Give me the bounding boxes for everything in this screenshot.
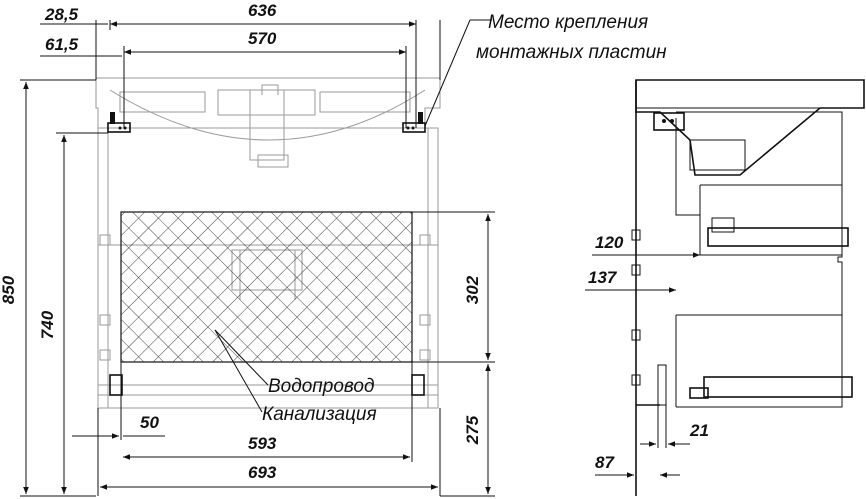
dim-693: 693: [248, 463, 277, 482]
dimension-28-5: 28,5: [40, 5, 108, 25]
side-fittings: [99, 234, 431, 396]
dimension-850: 850: [0, 79, 96, 497]
side-wall: [631, 80, 641, 496]
dimension-693: 693: [97, 408, 441, 496]
dim-570: 570: [248, 29, 277, 48]
dimension-21: 21: [640, 405, 709, 448]
dim-850: 850: [0, 275, 18, 304]
dim-120: 120: [595, 233, 624, 252]
dim-137: 137: [588, 268, 618, 287]
dimension-593: 593: [123, 362, 413, 462]
dim-87: 87: [595, 453, 615, 472]
front-view: 636 570 28,5 61,5 850 740: [0, 1, 667, 497]
side-view: 120 137 21 87: [585, 79, 865, 496]
water-supply-label: Водопровод: [268, 376, 374, 397]
side-cabinet-body: [636, 111, 853, 408]
dimension-636: 636: [95, 1, 441, 128]
mount-label-line2: монтажных пластин: [476, 42, 667, 63]
dim-28-5: 28,5: [44, 5, 79, 24]
dim-61-5: 61,5: [45, 35, 79, 54]
dimension-740: 740: [38, 132, 108, 494]
basin-outline: [95, 77, 441, 168]
dimension-275: 275: [440, 364, 495, 497]
water-sewer-labels: Водопровод Канализация: [214, 329, 377, 425]
dimension-61-5: 61,5: [40, 35, 122, 57]
mounting-place-label: Место крепления монтажных пластин: [424, 12, 667, 127]
mounting-plate-left: [107, 112, 131, 133]
side-countertop: [635, 79, 865, 233]
service-zone: [120, 211, 413, 363]
dimension-120: 120: [592, 233, 700, 258]
dim-50: 50: [140, 413, 159, 432]
mount-label-line1: Место крепления: [488, 12, 648, 33]
dim-593: 593: [248, 434, 277, 453]
sewer-label: Канализация: [262, 404, 377, 425]
dim-21: 21: [689, 421, 709, 440]
dim-302: 302: [463, 275, 482, 304]
mounting-plate-right: [402, 112, 426, 133]
dim-636: 636: [248, 1, 277, 20]
dim-275: 275: [463, 415, 482, 445]
dimension-302: 302: [412, 211, 495, 363]
dimension-87: 87: [595, 453, 680, 478]
dimension-50: 50: [72, 362, 165, 440]
dimension-137: 137: [585, 268, 676, 293]
dimension-570: 570: [123, 29, 407, 128]
dim-740: 740: [38, 310, 57, 339]
